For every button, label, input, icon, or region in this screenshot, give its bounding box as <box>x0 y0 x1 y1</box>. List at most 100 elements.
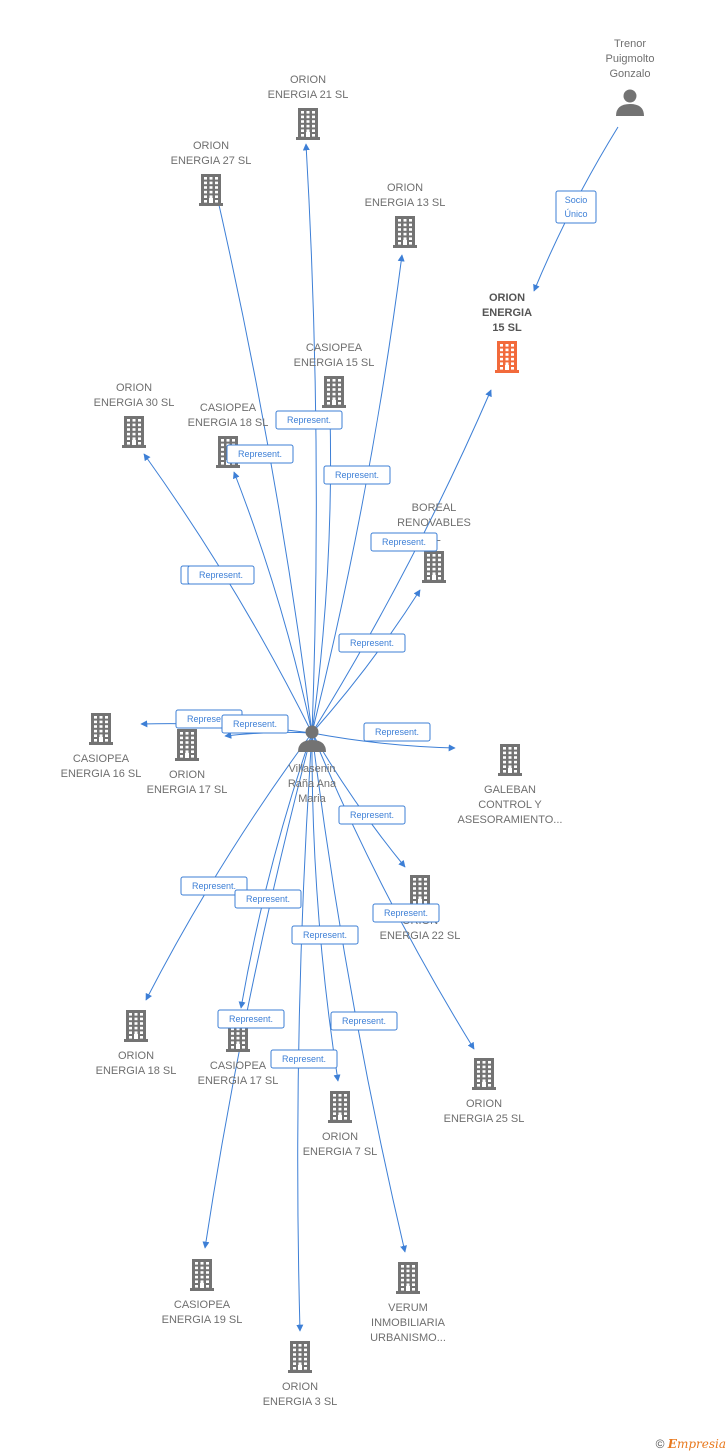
building-window <box>140 1013 143 1016</box>
building-window <box>105 729 108 733</box>
building-window <box>503 747 506 750</box>
edge-label-villa-to-oe7[interactable]: Represent. <box>330 1011 398 1031</box>
node-label-line: ENERGIA 27 SL <box>171 155 252 167</box>
building-window <box>206 1280 209 1283</box>
building-window <box>427 554 430 557</box>
edge-label-villa-to-oe15[interactable]: Represent. <box>370 532 438 552</box>
building-window <box>221 439 224 442</box>
node-label-line: ORION <box>282 1381 318 1393</box>
building-window <box>140 1017 143 1021</box>
building-icon <box>495 341 519 373</box>
building-window <box>191 755 194 758</box>
building-window <box>500 344 503 347</box>
building-window <box>508 765 512 768</box>
building-window <box>304 1344 307 1347</box>
building-window <box>304 1353 307 1356</box>
building-window <box>333 1098 336 1102</box>
building-window <box>432 554 436 557</box>
building-window <box>438 563 441 566</box>
building-window <box>412 1278 415 1282</box>
building-base <box>288 1370 312 1373</box>
building-window <box>301 134 304 137</box>
footer-brand[interactable]: © Empresia <box>656 1437 726 1451</box>
edge-label-villa-to-ce19[interactable]: Represent. <box>270 1049 338 1069</box>
edge-label-villa-to-galeban[interactable]: Represent. <box>363 722 431 742</box>
building-window <box>398 223 401 227</box>
building-window <box>99 716 103 719</box>
building-icon <box>396 1262 420 1294</box>
edge-label-box <box>372 903 440 923</box>
building-window <box>514 770 517 773</box>
edge-label-villa-to-oe17[interactable]: Represent. <box>221 714 289 734</box>
building-window <box>221 452 224 456</box>
building-window <box>312 115 315 119</box>
edge-label-villa-to-oe25[interactable]: Represent. <box>372 903 440 923</box>
building-window <box>438 577 441 580</box>
building-window <box>191 745 194 749</box>
building-window <box>195 1275 198 1279</box>
building-door <box>185 753 189 758</box>
building-window <box>511 362 514 365</box>
node-verum[interactable]: VERUMINMOBILIARIAURBANISMO... <box>370 1262 446 1344</box>
building-window <box>301 124 304 128</box>
building-window <box>306 115 310 119</box>
edge-label-villa-to-oe18[interactable]: Represent. <box>180 876 248 896</box>
edge-villa-to-ce18 <box>233 471 313 734</box>
building-window <box>413 891 416 895</box>
building-window <box>195 1266 198 1270</box>
edge-label-villa-to-verum[interactable]: Represent. <box>217 1009 285 1029</box>
building-window <box>304 1362 307 1365</box>
node-label-line: CASIOPEA <box>306 342 363 354</box>
edge-villa-to-oe3 <box>296 732 313 1332</box>
edge-label-villa-to-ce17[interactable]: Represent. <box>234 889 302 909</box>
edge-label-villa-to-ce18[interactable]: Represent. <box>226 444 294 464</box>
building-window <box>511 367 514 370</box>
building-window <box>180 750 183 753</box>
edge-label-villa-to-oe22[interactable]: Represent. <box>338 805 406 825</box>
building-window <box>301 111 304 114</box>
building-base <box>396 1291 420 1294</box>
edge-villa-to-oe13 <box>311 254 405 734</box>
building-window <box>94 725 97 728</box>
edge-label-villa-to-oe3[interactable]: Represent. <box>291 925 359 945</box>
edge-label-villa-to-oe13[interactable]: Represent. <box>323 465 391 485</box>
node-boreal[interactable]: BOREALRENOVABLESSL <box>397 502 471 583</box>
building-window <box>191 741 194 744</box>
building-window <box>409 237 412 240</box>
building-window <box>403 223 407 227</box>
building-window <box>503 756 506 759</box>
edge-label-villa-to-boreal[interactable]: Represent. <box>338 633 406 653</box>
building-window <box>138 428 141 431</box>
node-label-line: ENERGIA 18 SL <box>188 417 269 429</box>
edge-label-villa-to-ce15[interactable]: Represent. <box>275 410 343 430</box>
edge-label-villa-to-oe30[interactable]: Represent. <box>187 565 255 585</box>
building-window <box>129 1017 132 1021</box>
building-window <box>327 397 330 400</box>
building-window <box>418 896 422 899</box>
edge-villa-to-oe30 <box>143 453 313 734</box>
building-window <box>206 1266 209 1270</box>
building-door <box>406 1286 410 1291</box>
edge-villa-to-galeban <box>311 732 456 752</box>
building-window <box>413 901 416 904</box>
building-window <box>231 1027 234 1031</box>
building-window <box>477 1074 480 1078</box>
